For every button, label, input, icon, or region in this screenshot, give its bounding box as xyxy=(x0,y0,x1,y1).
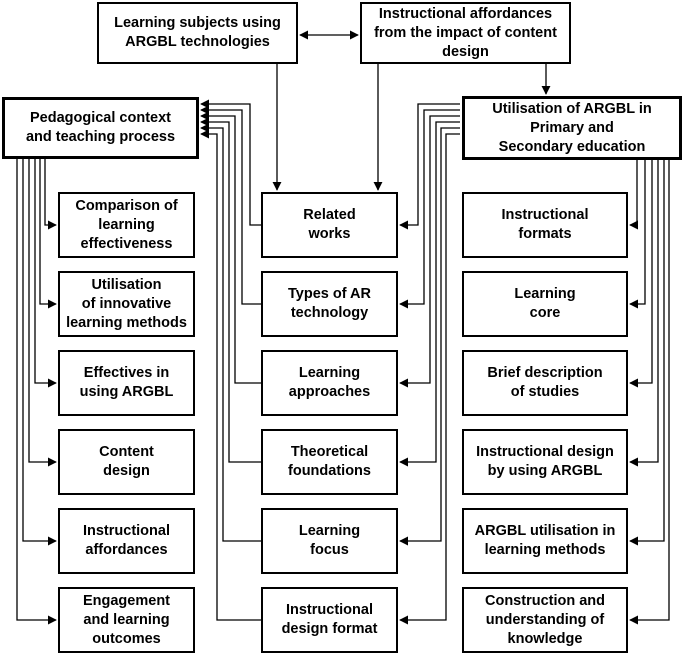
right-header-to-middle-2 xyxy=(399,115,460,388)
pedagogical-branch-5 xyxy=(16,159,57,625)
left-item-comparison: Comparison of learning effectiveness xyxy=(58,192,195,258)
learning-subjects-box: Learning subjects using ARGBL technologi… xyxy=(97,2,298,64)
left-item-instructional-affordances: Instructional affordances xyxy=(58,508,195,574)
right-item-argbl-methods: ARGBL utilisation in learning methods xyxy=(462,508,628,574)
middle-item-learning-approaches: Learning approaches xyxy=(261,350,398,416)
right-item-brief-description: Brief description of studies xyxy=(462,350,628,416)
left-item-innovative-methods: Utilisation of innovative learning metho… xyxy=(58,271,195,337)
right-header-to-middle-4 xyxy=(399,127,460,546)
instructional-affordances-top-box: Instructional affordances from the impac… xyxy=(360,2,571,64)
pedagogical-context-box: Pedagogical context and teaching process xyxy=(2,97,199,159)
middle-to-pedagogical-3 xyxy=(200,117,261,463)
middle-item-theoretical-foundations: Theoretical foundations xyxy=(261,429,398,495)
middle-to-pedagogical-2 xyxy=(200,111,261,384)
left-item-engagement: Engagement and learning outcomes xyxy=(58,587,195,653)
right-header-branch-5 xyxy=(629,160,670,625)
right-item-instructional-formats: Instructional formats xyxy=(462,192,628,258)
middle-to-pedagogical-1 xyxy=(200,105,261,305)
middle-to-pedagogical-5 xyxy=(200,129,261,621)
left-item-effectives: Effectives in using ARGBL xyxy=(58,350,195,416)
middle-item-related-works: Related works xyxy=(261,192,398,258)
middle-item-design-format: Instructional design format xyxy=(261,587,398,653)
argbl-utilisation-box: Utilisation of ARGBL in Primary and Seco… xyxy=(462,96,682,160)
pedagogical-branch-1 xyxy=(39,159,57,309)
right-item-instructional-design: Instructional design by using ARGBL xyxy=(462,429,628,495)
pedagogical-branch-2 xyxy=(34,159,57,388)
pedagogical-branch-3 xyxy=(28,159,57,467)
right-header-to-middle-5 xyxy=(399,133,460,625)
right-header-to-middle-1 xyxy=(399,109,460,309)
right-header-to-middle-0 xyxy=(399,103,460,230)
right-header-branch-2 xyxy=(629,160,653,388)
right-header-branch-4 xyxy=(629,160,665,546)
right-item-construction: Construction and understanding of knowle… xyxy=(462,587,628,653)
right-item-learning-core: Learning core xyxy=(462,271,628,337)
middle-item-learning-focus: Learning focus xyxy=(261,508,398,574)
right-header-branch-3 xyxy=(629,160,659,467)
right-header-to-middle-3 xyxy=(399,121,460,467)
middle-to-pedagogical-0 xyxy=(200,99,261,226)
pedagogical-branch-0 xyxy=(44,159,57,230)
right-header-branch-0 xyxy=(629,160,639,230)
left-item-content-design: Content design xyxy=(58,429,195,495)
middle-to-pedagogical-4 xyxy=(200,123,261,542)
pedagogical-branch-4 xyxy=(22,159,57,546)
right-header-branch-1 xyxy=(629,160,646,309)
middle-item-ar-technology: Types of AR technology xyxy=(261,271,398,337)
